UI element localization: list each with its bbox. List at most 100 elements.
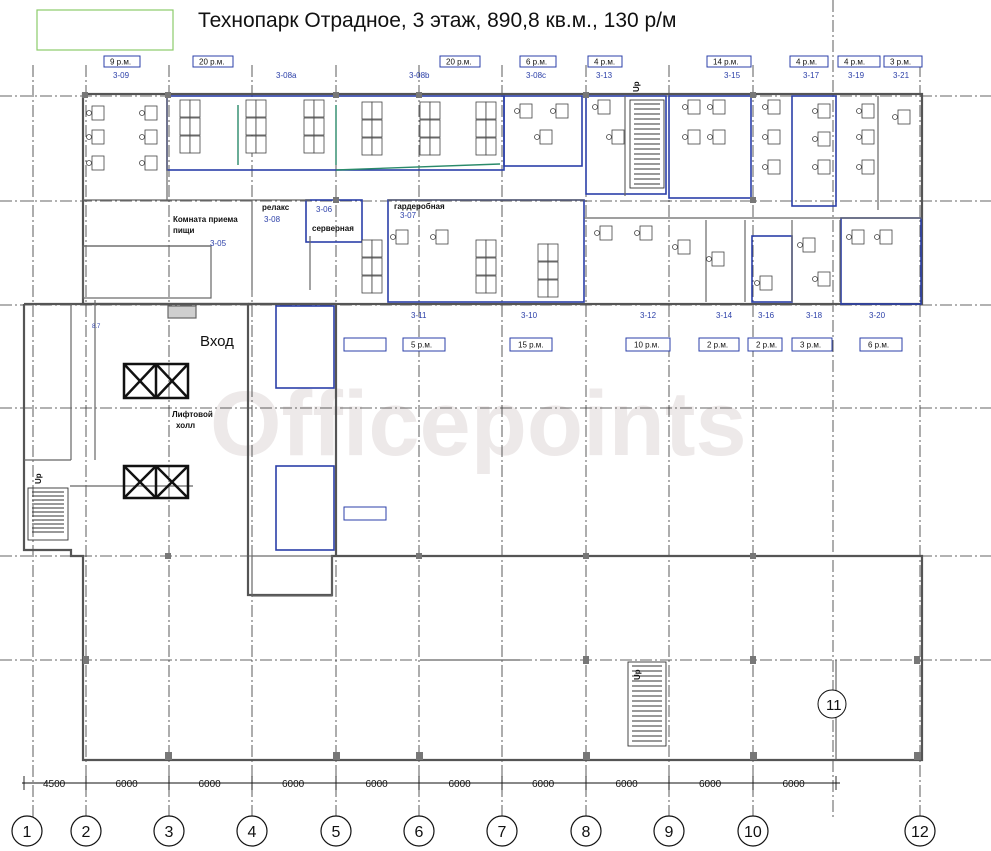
desk <box>547 243 559 262</box>
desk <box>547 261 559 280</box>
desk <box>611 129 625 145</box>
office-zones <box>166 95 922 551</box>
desk <box>485 257 497 276</box>
room-tag-text: 20 р.м. <box>199 58 225 67</box>
chair <box>550 108 556 114</box>
room-id: 3-19 <box>848 71 865 80</box>
room-id: 3-10 <box>521 311 538 320</box>
desk <box>537 261 549 280</box>
room-id: 3-18 <box>806 311 823 320</box>
desk <box>245 99 257 118</box>
food-room-id: 3-05 <box>210 239 227 248</box>
dim-label: 6000 <box>199 779 222 790</box>
axis-label: 4 <box>248 824 257 841</box>
room-tag-3-18: 3 р.м. <box>791 337 833 352</box>
desk <box>419 119 431 138</box>
desk <box>485 239 497 258</box>
desk <box>179 117 191 136</box>
room-tag-3-15: 14 р.м. <box>706 55 752 68</box>
desk <box>371 239 383 258</box>
dim-label: 6000 <box>366 779 389 790</box>
desk <box>371 275 383 294</box>
room-tag-text: 20 р.м. <box>446 58 472 67</box>
watermark: Officepoints <box>210 373 747 475</box>
room-id: 3-08c <box>526 71 546 80</box>
chair <box>534 134 540 140</box>
desk <box>361 119 373 138</box>
chair <box>874 234 880 240</box>
axis-label: 3 <box>165 824 174 841</box>
room-id: 3-12 <box>640 311 657 320</box>
room-tag-text: 2 р.м. <box>707 341 728 350</box>
stair-label-bottom: Up <box>633 669 642 680</box>
chair <box>846 234 852 240</box>
empty-tag <box>343 337 387 352</box>
callout-circle <box>817 689 847 719</box>
partition-accent <box>237 105 501 171</box>
desk <box>485 119 497 138</box>
axis-label: 7 <box>498 824 507 841</box>
desk <box>144 155 158 171</box>
axis-bubble <box>486 815 518 847</box>
desk <box>429 137 441 156</box>
desk <box>395 229 409 245</box>
chair <box>672 244 678 250</box>
chair <box>754 280 760 286</box>
relax-label: релакс <box>262 203 290 212</box>
room-tag-3-08c: 6 р.м. <box>519 55 557 68</box>
room-tag-3-20: 6 р.м. <box>859 337 903 352</box>
desk <box>897 109 911 125</box>
desk <box>767 129 781 145</box>
desk <box>361 137 373 156</box>
room-tag-text: 4 р.м. <box>594 58 615 67</box>
desk <box>371 119 383 138</box>
room-id: 3-17 <box>803 71 820 80</box>
room-tag-text: 6 р.м. <box>868 341 889 350</box>
chair <box>707 134 713 140</box>
desk-layout <box>86 99 911 298</box>
desk <box>712 129 726 145</box>
desk <box>179 99 191 118</box>
chair <box>86 134 92 140</box>
logo-placeholder <box>36 9 174 51</box>
axis-bubble <box>320 815 352 847</box>
small-room-id: 8.7 <box>92 324 101 330</box>
desk <box>861 129 875 145</box>
desk <box>547 279 559 298</box>
desk <box>429 101 441 120</box>
room-tag-3-16: 2 р.м. <box>747 337 783 352</box>
chair <box>514 108 520 114</box>
desk <box>189 99 201 118</box>
room-tag-3-12: 10 р.м. <box>625 337 671 352</box>
desk <box>475 239 487 258</box>
room-tag-3-08b: 20 р.м. <box>439 55 481 68</box>
room-id: 3-09 <box>113 71 130 80</box>
food-room-label-2: пищи <box>173 226 195 235</box>
room-id: 3-08a <box>276 71 297 80</box>
chair <box>139 134 145 140</box>
room-id: 3-11 <box>411 311 427 320</box>
desk <box>861 159 875 175</box>
empty-tag <box>343 506 387 521</box>
room-tag-3-08a: 20 р.м. <box>192 55 234 68</box>
dim-label: 6000 <box>116 779 139 790</box>
desk <box>189 135 201 154</box>
room-tag-text: 3 р.м. <box>890 58 911 67</box>
axis-label: 9 <box>665 824 674 841</box>
desk <box>361 275 373 294</box>
desk <box>435 229 449 245</box>
chair <box>812 164 818 170</box>
chair <box>594 230 600 236</box>
desk <box>313 117 325 136</box>
room-tag-3-13: 4 р.м. <box>587 55 623 68</box>
room-tag-text: 4 р.м. <box>844 58 865 67</box>
server-id: 3-06 <box>316 205 333 214</box>
chair <box>856 134 862 140</box>
chair <box>682 104 688 110</box>
desk <box>91 105 105 121</box>
stair-label-top: Up <box>632 81 641 92</box>
desk <box>537 243 549 262</box>
